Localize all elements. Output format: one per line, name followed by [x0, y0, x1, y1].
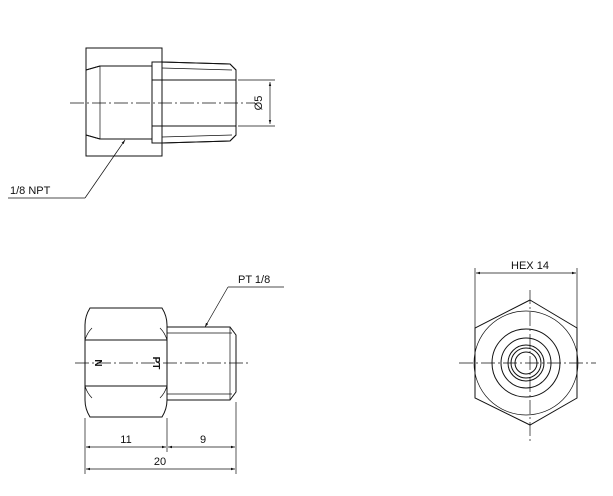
section-hatch-lower-nipple	[161, 125, 237, 144]
dim-thread-length-label: 9	[200, 434, 206, 446]
section-tapered-bore	[85, 65, 153, 140]
dim-total-length-label: 20	[154, 456, 166, 468]
side-mark-pt: PT	[150, 357, 161, 370]
section-thread-line-top	[161, 67, 233, 71]
end-view: HEX 14	[459, 260, 596, 442]
side-hex-chamfer-upper	[84, 327, 168, 341]
section-nipple-outline	[161, 61, 237, 144]
hex-size-label: HEX 14	[511, 260, 549, 272]
pt-thread-label: PT 1/8	[238, 274, 270, 286]
side-hex-chamfer-lower	[84, 385, 168, 399]
section-hatch-upper-nipple	[161, 61, 237, 81]
dim-hex-length-label: 11	[120, 434, 131, 446]
side-view: N PT PT 1/8 11 9 20	[75, 274, 284, 474]
section-view: Ø5 1/8 NPT	[8, 47, 275, 199]
side-mark-n: N	[92, 359, 103, 366]
side-hex-body	[84, 307, 168, 418]
npt-thread-label: 1/8 NPT	[10, 185, 51, 197]
npt-leader-diagonal	[84, 139, 126, 199]
side-thread-nipple	[167, 326, 237, 401]
pt-leader-diagonal	[204, 286, 229, 328]
diameter-label: Ø5	[253, 96, 265, 111]
end-hexagon	[474, 299, 578, 426]
section-hex-outline	[85, 47, 163, 157]
section-thread-line-bottom	[161, 134, 233, 138]
